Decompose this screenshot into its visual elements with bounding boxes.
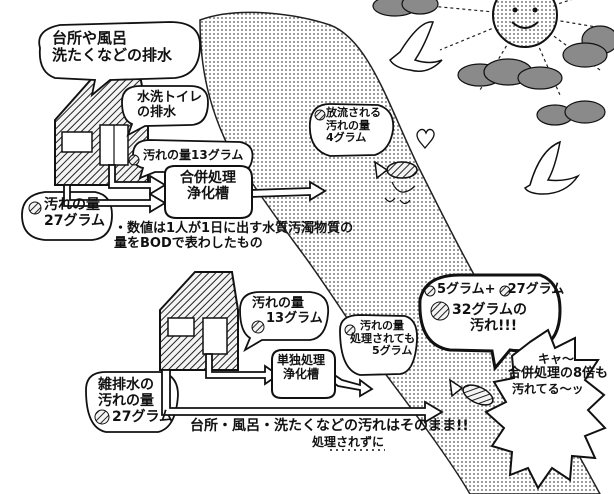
warning-text: キャ〜 合併処理の8倍も 汚れてる〜ッ [508, 352, 609, 396]
misc-drain-pollution-label: 雑排水の 汚れの量 27グラム [98, 377, 174, 426]
bubble-processed [339, 314, 418, 376]
lower-pollution-13g: 汚れの量 13グラム [252, 296, 323, 326]
pipe-upper [63, 164, 327, 214]
single-tank-label: 単独処理 浄化槽 [277, 353, 326, 381]
cloud-icon [372, 0, 614, 126]
tank-lower [271, 349, 336, 399]
untreated-drain-text: 台所・風呂・洗たくなどの汚れはそのまま!! [190, 418, 469, 434]
bubble-lower-13g [239, 291, 330, 353]
toilet-drain-label: 水洗トイレ の排水 [137, 90, 203, 120]
pipe-lower [161, 353, 444, 424]
bubble-discharge [308, 103, 395, 157]
warning-burst [484, 328, 607, 490]
fish-icon [374, 160, 418, 205]
sun-icon [419, 0, 614, 96]
bod-note: ・数値は1人が1日に出す水質汚濁物質の 量をBODで表わしたもの [114, 221, 354, 251]
sad-fish-icon [449, 378, 494, 406]
bird-icon [389, 21, 581, 195]
household-drain-title: 台所や風呂 洗たくなどの排水 [52, 29, 173, 65]
heart-icon [416, 128, 435, 150]
result-total-line: 32グラムの 汚れ!!! [452, 302, 528, 335]
discharged-pollution-label: 放流される 汚れの量 4グラム [326, 106, 381, 145]
bubble-toilet [121, 85, 209, 137]
untreated-subtext: 処理されずに [312, 435, 385, 449]
upper-pollution-13g: 汚れの量13グラム [143, 148, 244, 162]
tank-upper [164, 165, 253, 219]
processed-pollution-label: 汚れの量 処理されても 5グラム [350, 319, 416, 358]
result-sum-line: 5グラム+27グラム [437, 282, 565, 297]
bubble-household [38, 21, 201, 98]
upper-pollution-27g: 汚れの量 27グラム [44, 197, 106, 230]
combined-tank-label: 合併処理 浄化槽 [180, 170, 236, 203]
